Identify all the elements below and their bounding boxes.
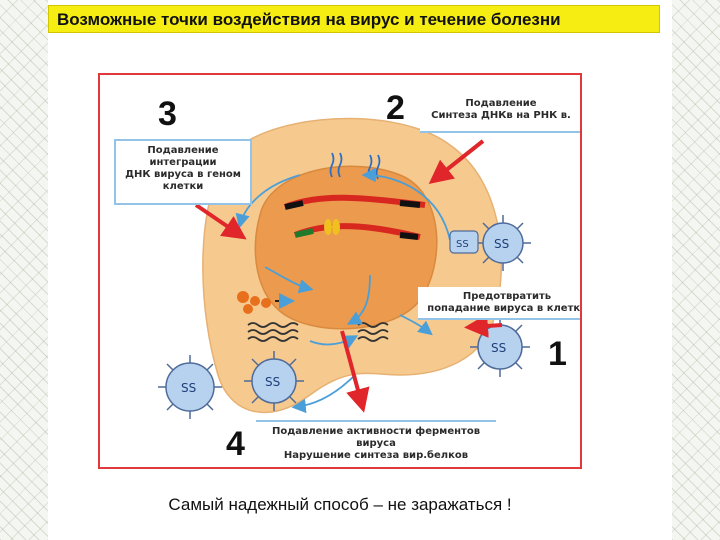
callout-prevent-entry: Предотвратить попадание вируса в клетку (418, 287, 580, 320)
svg-text:SS: SS (181, 381, 196, 395)
ribosome-cluster (237, 291, 295, 314)
conclusion-text: Самый надежный способ – не заражаться ! (168, 495, 512, 514)
cell-nucleus (254, 165, 438, 330)
host-dna-strands (283, 194, 426, 240)
replication-pathway (235, 167, 451, 414)
svg-text:SS: SS (456, 239, 469, 250)
cell-illustration: SS SS SS SS SS (158, 117, 531, 419)
virus-diagram: SS SS SS SS SS (98, 73, 582, 469)
callout-suppress-dna-synthesis: Подавление Синтеза ДНКв на РНК в. (420, 93, 580, 133)
marker-1: 1 (548, 335, 567, 373)
svg-text:SS: SS (265, 375, 280, 389)
decorative-side-pattern-left (0, 0, 48, 540)
virus-particles: SS SS SS SS SS (158, 215, 531, 419)
callout-suppress-integration: Подавление интеграции ДНК вируса в геном… (114, 139, 252, 205)
slide-title: Возможные точки воздействия на вирус и т… (48, 5, 660, 33)
svg-text:SS: SS (491, 341, 506, 355)
marker-3: 3 (158, 95, 177, 133)
marker-2: 2 (386, 89, 405, 127)
inhibition-arrows (194, 139, 503, 413)
marker-4: 4 (226, 425, 245, 463)
viral-rna-strands (247, 152, 389, 342)
svg-text:SS: SS (494, 237, 509, 251)
decorative-side-pattern-right (672, 0, 720, 540)
callout-suppress-enzymes: Подавление активности ферментов вируса Н… (256, 420, 496, 467)
